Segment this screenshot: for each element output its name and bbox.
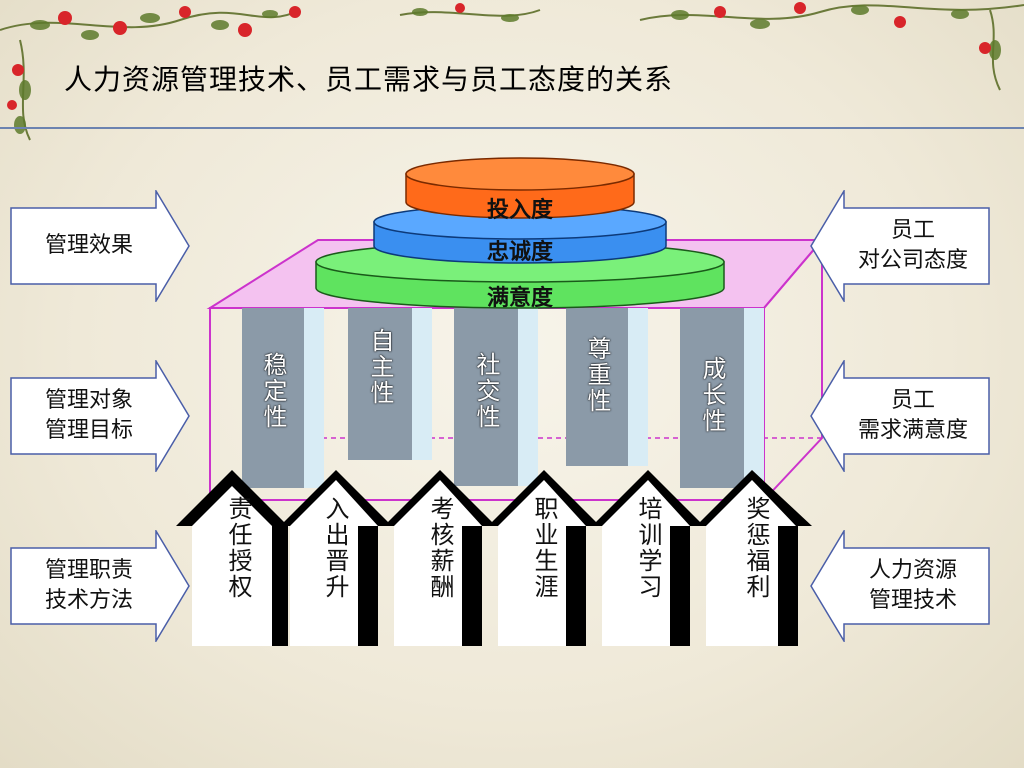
disc-engagement	[405, 157, 635, 219]
right-arrow-attitude-label: 员工 对公司态度	[857, 218, 968, 273]
house-label-training: 培训学习	[634, 496, 662, 600]
title-divider	[0, 127, 1024, 129]
left-arrow-effect-label: 管理效果	[44, 233, 133, 258]
house-5	[592, 470, 704, 646]
pillar-3	[454, 308, 538, 486]
right-arrow-hr-tech: 人力资源 管理技术	[810, 530, 990, 642]
right-arrow-hr-tech-label: 人力资源 管理技术	[868, 558, 957, 613]
pillar-1	[242, 308, 324, 488]
right-arrow-needs-label: 员工 需求满意度	[857, 388, 968, 443]
pillar-5	[680, 308, 764, 488]
left-arrow-object: 管理对象 管理目标	[10, 360, 190, 472]
pillar-label-social: 社交性	[472, 352, 500, 430]
left-arrow-duty-label: 管理职责 技术方法	[44, 558, 133, 613]
left-arrow-duty: 管理职责 技术方法	[10, 530, 190, 642]
disc-label-satisfaction: 满意度	[486, 286, 553, 311]
house-label-career: 职业生涯	[530, 496, 558, 600]
pillar-4	[566, 308, 648, 466]
pillar-label-stability: 稳定性	[259, 352, 287, 430]
house-label-promotion: 入出晋升	[321, 496, 349, 600]
pillar-2	[348, 308, 432, 460]
page-title: 人力资源管理技术、员工需求与员工态度的关系	[64, 63, 674, 96]
house-3	[384, 470, 496, 646]
house-label-responsibility: 责任授权	[224, 496, 252, 600]
house-4	[488, 470, 600, 646]
left-arrow-effect: 管理效果	[10, 190, 190, 302]
disc-label-engagement: 投入度	[486, 198, 553, 223]
house-label-rewards: 奖惩福利	[742, 496, 770, 600]
right-arrow-attitude: 员工 对公司态度	[810, 190, 990, 302]
house-2	[280, 470, 392, 646]
pillar-label-autonomy: 自主性	[366, 328, 394, 406]
house-1	[176, 470, 288, 646]
house-6	[696, 470, 812, 646]
right-arrow-needs: 员工 需求满意度	[810, 360, 990, 472]
house-label-compensation: 考核薪酬	[426, 496, 454, 600]
vine-decoration	[0, 2, 1024, 141]
disc-label-loyalty: 忠诚度	[486, 240, 553, 265]
pillar-label-growth: 成长性	[698, 356, 726, 434]
pillar-label-respect: 尊重性	[583, 336, 611, 414]
left-arrow-object-label: 管理对象 管理目标	[44, 388, 133, 443]
